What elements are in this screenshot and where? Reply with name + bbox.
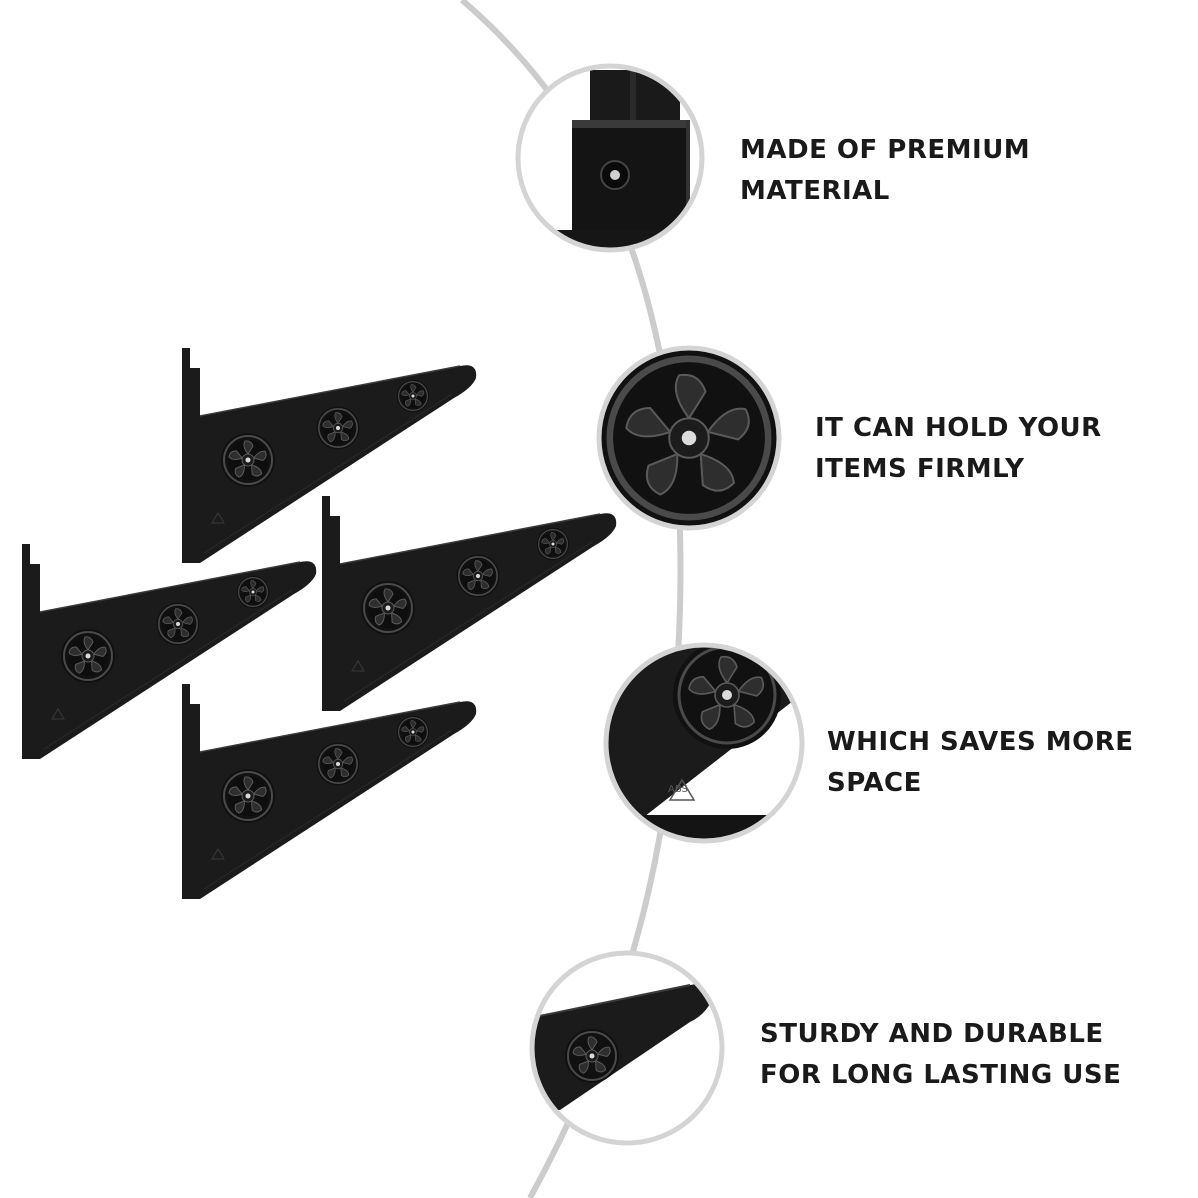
feature-saves-space: WHICH SAVES MORE SPACE — [827, 722, 1134, 804]
feature-sturdy-durable: STURDY AND DURABLE FOR LONG LASTING USE — [760, 1014, 1121, 1096]
feature-line: SPACE — [827, 768, 922, 798]
detail-circle-space: ABS — [603, 642, 805, 844]
feature-line: IT CAN HOLD YOUR — [815, 413, 1102, 443]
feature-line: STURDY AND DURABLE — [760, 1019, 1104, 1049]
feature-line: WHICH SAVES MORE — [827, 727, 1134, 757]
feature-hold-firmly: IT CAN HOLD YOUR ITEMS FIRMLY — [815, 408, 1102, 490]
detail-circle-durable — [529, 950, 725, 1146]
feature-line: MATERIAL — [740, 176, 890, 206]
bracket-bottom — [182, 684, 476, 899]
detail-circle-material — [515, 63, 705, 253]
bracket-middle-right — [322, 496, 616, 711]
bracket-middle-left — [22, 544, 316, 759]
feature-line: MADE OF PREMIUM — [740, 135, 1031, 165]
feature-line: FOR LONG LASTING USE — [760, 1060, 1122, 1090]
feature-line: ITEMS FIRMLY — [815, 454, 1025, 484]
feature-premium-material: MADE OF PREMIUM MATERIAL — [740, 130, 1030, 212]
detail-circle-hold — [596, 345, 782, 531]
abs-mark: ABS — [668, 784, 688, 795]
